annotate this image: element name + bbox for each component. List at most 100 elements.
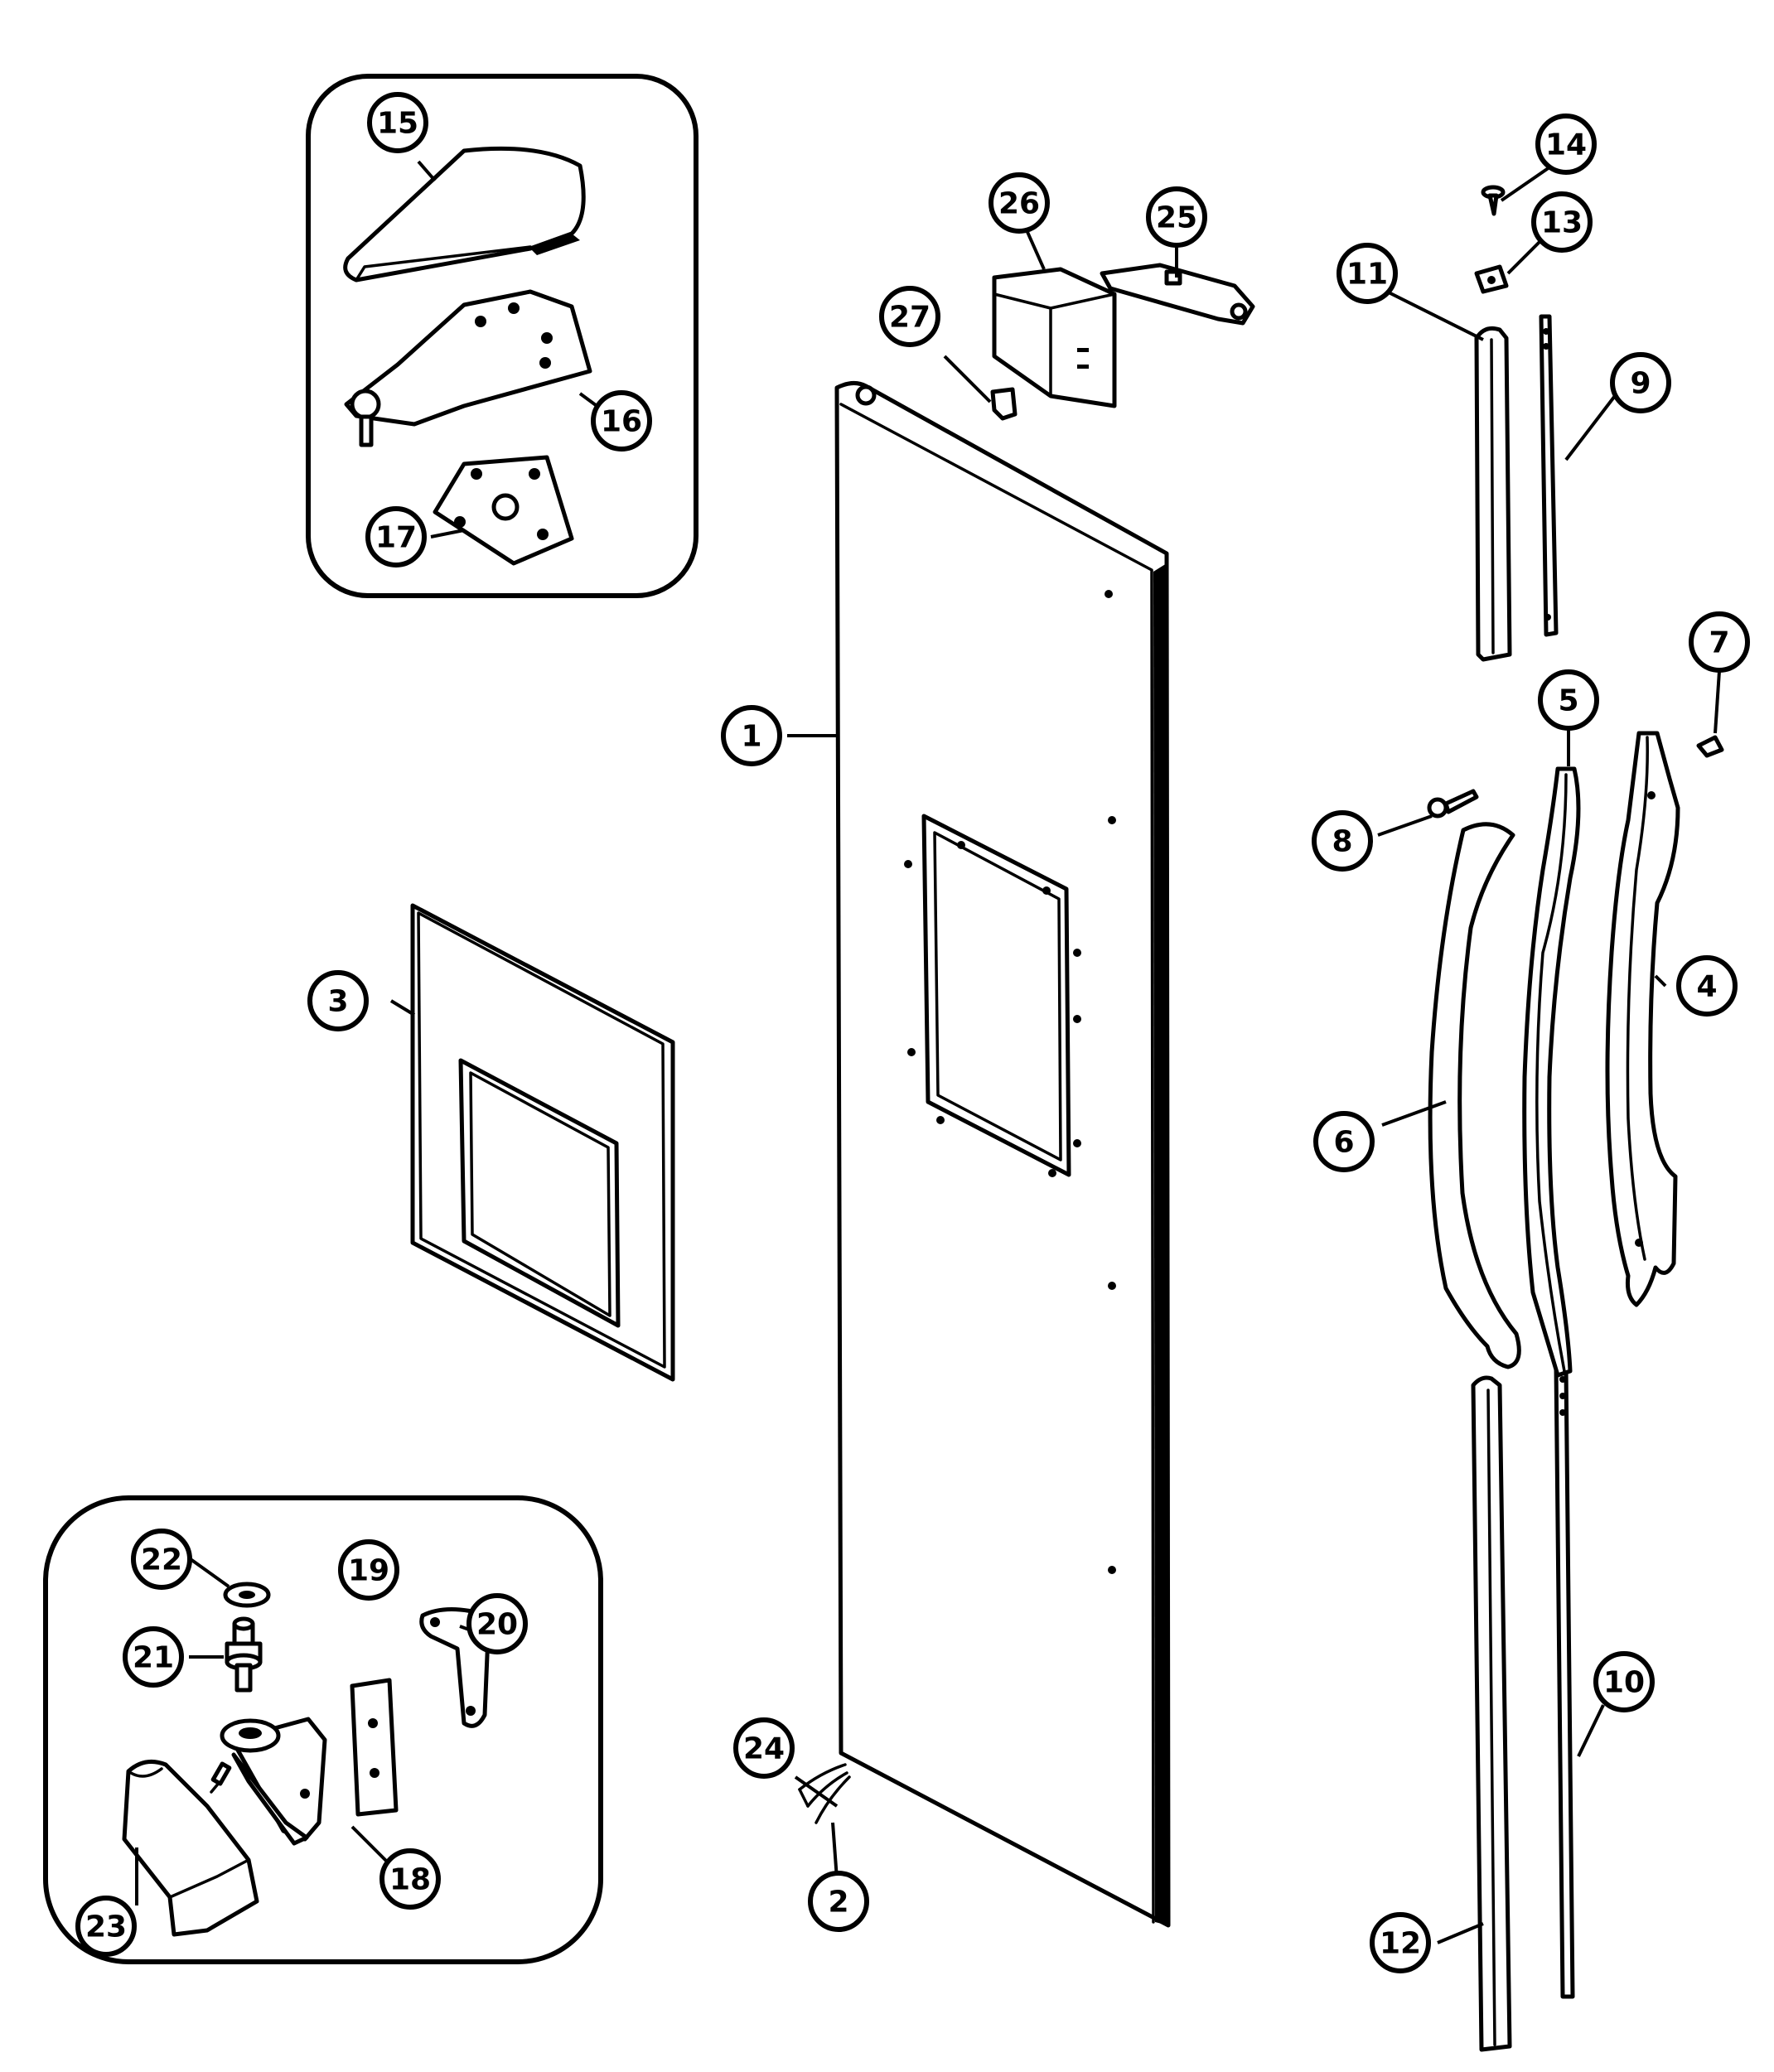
callout-circle — [721, 705, 782, 766]
callout-23: 23 — [75, 1896, 137, 1957]
callout-circle — [1535, 114, 1597, 175]
callout-circle — [131, 1529, 192, 1590]
callout-number: 4 — [1696, 970, 1717, 1004]
callout-number: 19 — [348, 1554, 389, 1588]
callout-8: 8 — [1312, 810, 1373, 872]
callout-number: 9 — [1630, 367, 1651, 401]
hinge-block-part — [992, 267, 1117, 408]
handle-5-part — [1522, 766, 1581, 1378]
callout-11: 11 — [1337, 243, 1398, 304]
callout-circle — [123, 1626, 184, 1688]
callout-number: 15 — [377, 107, 418, 141]
callout-number: 12 — [1380, 1927, 1421, 1961]
callout-number: 10 — [1603, 1666, 1645, 1700]
door-panel-part — [834, 381, 1171, 1928]
callout-number: 24 — [743, 1732, 785, 1766]
callout-7: 7 — [1689, 611, 1750, 673]
clip-part — [990, 387, 1018, 421]
callout-number: 8 — [1332, 825, 1352, 859]
lower-strip-10-part — [1554, 1364, 1575, 1999]
callout-15: 15 — [367, 92, 428, 153]
callout-number: 23 — [85, 1910, 127, 1944]
callout-circle — [1538, 669, 1599, 731]
callout-4: 4 — [1676, 955, 1738, 1017]
callout-number: 13 — [1541, 206, 1583, 240]
callout-27: 27 — [879, 286, 940, 347]
callout-circle — [989, 172, 1050, 234]
callout-circle — [808, 1871, 869, 1932]
callout-2: 2 — [808, 1871, 869, 1932]
top-hinge-inset — [306, 74, 698, 598]
callout-17: 17 — [365, 506, 427, 568]
callout-5: 5 — [1538, 669, 1599, 731]
screw-8-part — [1427, 789, 1479, 819]
callout-number: 7 — [1709, 626, 1729, 660]
callout-number: 22 — [141, 1543, 182, 1577]
callout-circle — [75, 1896, 137, 1957]
callout-number: 6 — [1333, 1126, 1354, 1160]
callout-3: 3 — [307, 970, 369, 1031]
callout-circle — [1531, 191, 1593, 253]
callout-circle — [1337, 243, 1398, 304]
callout-1: 1 — [721, 705, 782, 766]
callout-circle — [1676, 955, 1738, 1017]
callout-circle — [1593, 1651, 1655, 1712]
callout-circle — [733, 1717, 795, 1779]
callout-number: 14 — [1545, 128, 1587, 162]
lower-trim-12-part — [1471, 1375, 1512, 2052]
callout-12: 12 — [1370, 1912, 1431, 1973]
callout-10: 10 — [1593, 1651, 1655, 1712]
callout-number: 18 — [389, 1863, 431, 1897]
wire-harness-part — [798, 1763, 851, 1824]
callout-number: 20 — [476, 1608, 518, 1642]
callout-number: 26 — [998, 187, 1040, 221]
callout-circle — [1312, 810, 1373, 872]
callout-16: 16 — [591, 390, 652, 452]
handle-4-part — [1605, 731, 1680, 1307]
dispenser-trim-part — [410, 903, 675, 1382]
callout-circle — [1370, 1912, 1431, 1973]
callout-number: 16 — [601, 405, 642, 439]
bottom-hinge-part — [220, 1717, 327, 1846]
callout-18: 18 — [379, 1848, 441, 1910]
callout-22: 22 — [131, 1529, 192, 1590]
upper-trim-11-part — [1474, 326, 1512, 662]
callout-21: 21 — [123, 1626, 184, 1688]
spacer-plate-part — [350, 1678, 399, 1817]
callout-circle — [591, 390, 652, 452]
nut-13-part — [1474, 264, 1509, 294]
callout-6: 6 — [1313, 1111, 1375, 1172]
bottom-hinge-cover-part — [122, 1759, 259, 1937]
bracket-top-part — [1100, 263, 1255, 326]
handle-6-part — [1428, 822, 1521, 1369]
callout-number: 25 — [1156, 201, 1197, 235]
callout-19: 19 — [338, 1539, 399, 1601]
upper-strip-9-part — [1539, 314, 1559, 637]
screw-14-part — [1481, 185, 1506, 216]
screw-7-part — [1696, 735, 1724, 758]
callout-number: 27 — [889, 301, 931, 335]
callout-circle — [879, 286, 940, 347]
callout-number: 21 — [133, 1641, 174, 1675]
callout-9: 9 — [1610, 352, 1671, 413]
callout-circle — [338, 1539, 399, 1601]
callout-circle — [466, 1593, 528, 1654]
callout-circle — [307, 970, 369, 1031]
callout-24: 24 — [733, 1717, 795, 1779]
callout-circle — [1689, 611, 1750, 673]
callout-number: 5 — [1558, 684, 1578, 718]
callout-number: 1 — [741, 720, 761, 754]
hinge-pin-part — [225, 1616, 263, 1693]
callout-number: 2 — [828, 1886, 848, 1920]
callout-26: 26 — [989, 172, 1050, 234]
callout-circle — [365, 506, 427, 568]
callout-circle — [1610, 352, 1671, 413]
callout-circle — [1146, 186, 1207, 248]
callout-number: 11 — [1346, 258, 1388, 292]
callout-circle — [1313, 1111, 1375, 1172]
callout-14: 14 — [1535, 114, 1597, 175]
callout-number: 17 — [375, 521, 417, 555]
callout-circle — [367, 92, 428, 153]
callout-20: 20 — [466, 1593, 528, 1654]
